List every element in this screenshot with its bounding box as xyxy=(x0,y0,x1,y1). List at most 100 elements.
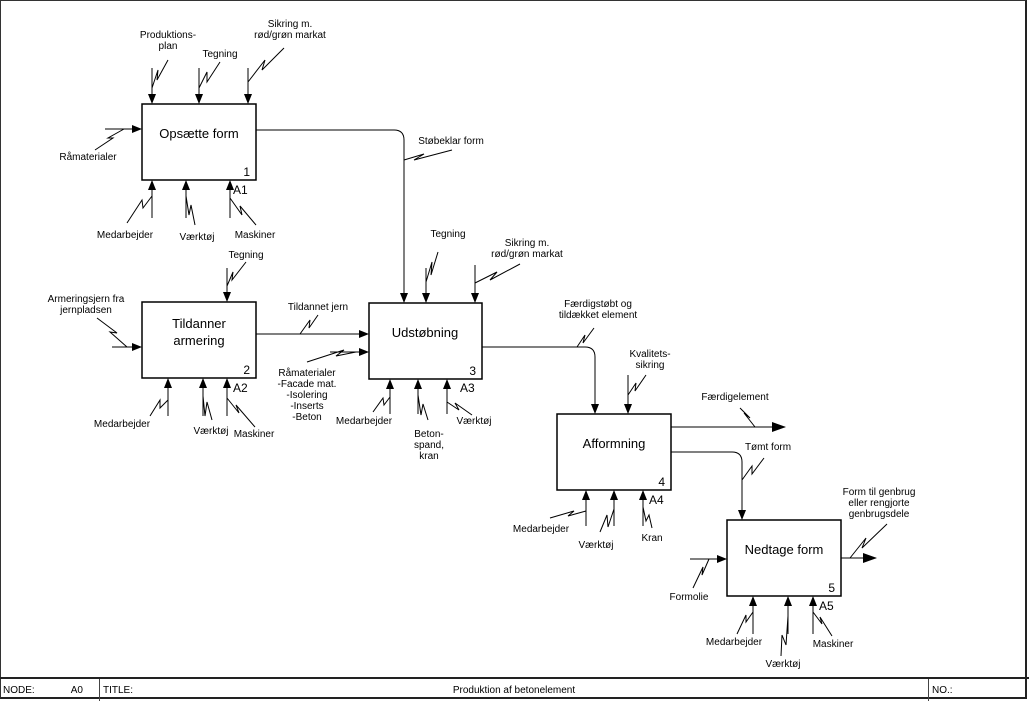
arrow-b3-output xyxy=(482,346,599,414)
squiggle xyxy=(780,615,789,657)
squiggle xyxy=(741,457,765,481)
label-line: Maskiner xyxy=(235,230,276,241)
squiggle xyxy=(403,149,453,161)
label-b2-mech1: Medarbejder xyxy=(94,419,151,430)
squiggle xyxy=(229,197,257,226)
label-line: eller rengjorte xyxy=(848,498,910,509)
label-line: -Beton xyxy=(292,412,321,423)
node-ref: A3 xyxy=(460,381,475,395)
label-line: Støbeklar form xyxy=(418,136,484,147)
squiggle xyxy=(425,251,439,283)
label-line: Råmaterialer xyxy=(59,151,117,163)
label-b4-mech2: Værktøj xyxy=(579,540,614,551)
node-ref: A1 xyxy=(233,183,248,197)
arrow-b4-output2 xyxy=(671,451,746,520)
label-line: Medarbejder xyxy=(94,419,151,430)
label-line: Maskiner xyxy=(234,429,275,440)
label-line: Form til genbrug xyxy=(843,487,916,498)
squiggle xyxy=(642,506,653,529)
label-line: kran xyxy=(419,451,438,462)
squiggle xyxy=(549,510,587,519)
squiggle xyxy=(446,401,473,416)
label-b1-output: Støbeklar form xyxy=(418,136,484,147)
squiggle xyxy=(96,317,128,348)
box-number: 3 xyxy=(469,364,476,378)
squiggle xyxy=(149,398,169,417)
label-b1-control2: Tegning xyxy=(202,49,237,60)
node-cell: NODE: A0 xyxy=(0,679,100,701)
squiggle xyxy=(306,349,357,363)
box-title: Opsætte form xyxy=(159,126,238,141)
squiggle xyxy=(226,261,247,287)
box-title-line2: armering xyxy=(173,333,224,348)
label-b1-mech2: Værktøj xyxy=(180,232,215,243)
title-label: TITLE: xyxy=(103,684,134,696)
label-line: Værktøj xyxy=(579,540,614,551)
label-line: Beton- xyxy=(414,429,443,440)
activity-box-1[interactable]: Opsætte form 1 A1 xyxy=(141,103,257,197)
label-line: Medarbejder xyxy=(336,416,393,427)
box-number: 4 xyxy=(658,475,665,489)
arrow-b1-output xyxy=(256,129,408,303)
box-number: 1 xyxy=(243,165,250,179)
activity-box-2[interactable]: Tildanner armering 2 A2 xyxy=(141,301,257,395)
label-b1-mech1: Medarbejder xyxy=(97,230,154,241)
label-b1-mech3: Maskiner xyxy=(235,230,276,241)
label-line: Tømt form xyxy=(745,442,791,453)
node-ref: A4 xyxy=(649,493,664,507)
label-line: Kvalitets- xyxy=(629,349,670,360)
title-value: Produktion af betonelement xyxy=(452,684,576,696)
label-b1-control3: Sikring m.rød/grøn markat xyxy=(254,19,326,41)
squiggle xyxy=(692,558,710,589)
title-block: NODE: A0 TITLE: Produktion af betoneleme… xyxy=(0,677,1029,701)
label-line: Tildannet jern xyxy=(288,302,348,313)
squiggle xyxy=(151,59,169,89)
squiggle xyxy=(417,394,429,421)
label-b1-input: Råmaterialer xyxy=(59,151,117,163)
label-line: rød/grøn markat xyxy=(491,249,563,260)
node-label: NODE: xyxy=(3,684,35,696)
label-b4-mech1: Medarbejder xyxy=(513,524,570,535)
label-b4-mech3: Kran xyxy=(641,533,662,544)
label-line: Værktøj xyxy=(194,426,229,437)
box-title: Udstøbning xyxy=(392,325,458,340)
label-line: spand, xyxy=(414,440,444,451)
label-b3-mech2: Beton-spand,kran xyxy=(414,429,444,462)
label-line: -Inserts xyxy=(290,401,323,412)
label-line: Tegning xyxy=(430,229,465,240)
box-title: Nedtage form xyxy=(745,542,824,557)
squiggle xyxy=(126,195,153,224)
label-line: genbrugsdele xyxy=(849,509,910,520)
squiggle xyxy=(849,523,888,559)
label-line: -Facade mat. xyxy=(278,379,337,390)
activity-box-4[interactable]: Afformning 4 A4 xyxy=(556,413,672,507)
box-number: 5 xyxy=(828,581,835,595)
activity-box-3[interactable]: Udstøbning 3 A3 xyxy=(368,302,483,395)
label-b3-mech1: Medarbejder xyxy=(336,416,393,427)
activity-box-5[interactable]: Nedtage form 5 A5 xyxy=(726,519,842,613)
squiggle xyxy=(474,263,521,284)
label-b4-output2: Tømt form xyxy=(745,442,791,453)
label-line: Tegning xyxy=(228,250,263,261)
label-b3-input2: Råmaterialer-Facade mat.-Isolering-Inser… xyxy=(278,367,337,423)
label-line: -Isolering xyxy=(286,390,327,401)
squiggle xyxy=(736,611,754,635)
squiggle xyxy=(185,195,196,226)
squiggle xyxy=(198,61,221,89)
node-value: A0 xyxy=(70,684,83,696)
label-b2-mech2: Værktøj xyxy=(194,426,229,437)
squiggle xyxy=(372,396,391,413)
label-line: Maskiner xyxy=(813,639,854,650)
squiggle xyxy=(247,47,285,83)
label-line: tildækket element xyxy=(559,310,638,321)
box-number: 2 xyxy=(243,363,250,377)
label-b3-mech3: Værktøj xyxy=(457,416,492,427)
label-b4-output1: Færdigelement xyxy=(701,392,768,403)
squiggle xyxy=(226,397,256,428)
label-b3-control1: Tegning xyxy=(430,229,465,240)
